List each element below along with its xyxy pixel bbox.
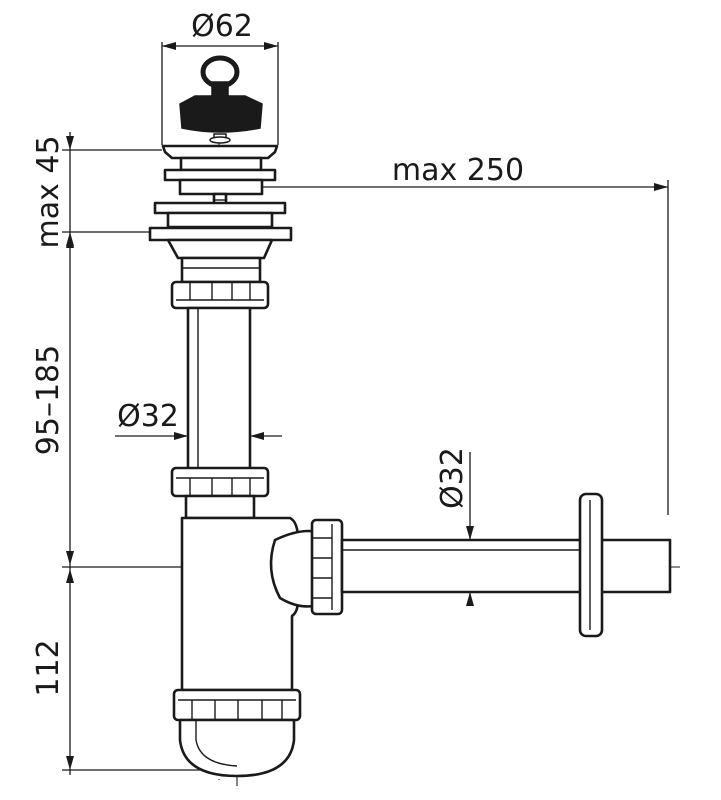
- dimension-labels: Ø62 max 45 max 250 95–185 Ø32 Ø32 112: [31, 9, 524, 697]
- stopper-diameter-label: Ø62: [191, 9, 253, 44]
- max-outlet-length-label: max 250: [392, 153, 524, 188]
- max-flange-height-label: max 45: [31, 135, 66, 248]
- outlet-pipe: [340, 492, 672, 638]
- trap-depth-label: 112: [31, 639, 66, 696]
- waste-flange: [148, 144, 293, 284]
- upper-nut: [170, 280, 270, 310]
- outlet-nut: [310, 518, 344, 616]
- dimension-lines: [62, 42, 669, 775]
- trap-body: [172, 494, 320, 778]
- vertical-tube: [186, 306, 252, 472]
- stopper-plug: [179, 55, 263, 144]
- tube-diameter-label: Ø32: [117, 399, 179, 434]
- height-range-label: 95–185: [31, 345, 66, 455]
- outlet-diameter-label: Ø32: [435, 447, 470, 509]
- lower-nut: [170, 466, 270, 498]
